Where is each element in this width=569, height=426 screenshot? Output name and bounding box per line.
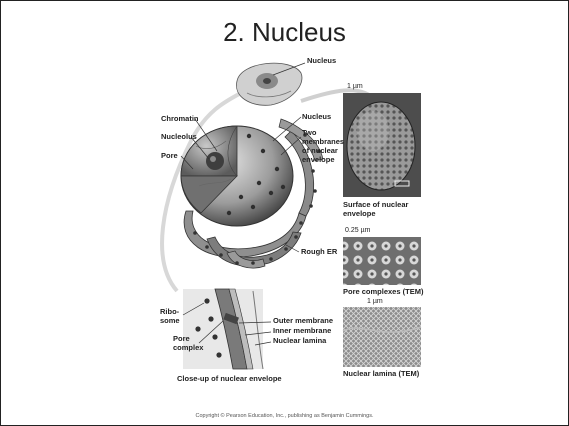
chromatin-label: Chromatin	[161, 115, 199, 124]
micrograph-lamina	[343, 307, 421, 367]
nuclear-lamina-label: Nuclear lamina	[273, 337, 326, 346]
cell-icon	[236, 63, 302, 105]
copyright-notice: Copyright © Pearson Education, Inc., pub…	[1, 413, 568, 419]
rough-er-label: Rough ER	[301, 248, 337, 257]
nucleus-sphere	[181, 126, 293, 226]
outer-membrane-label: Outer membrane	[273, 317, 333, 326]
micrograph-surface	[343, 93, 421, 197]
closeup-panel	[183, 289, 263, 369]
micrograph-2-caption: Pore complexes (TEM)	[343, 288, 423, 297]
pore-label: Pore	[161, 152, 178, 161]
two-membranes-label-4: envelope	[302, 156, 335, 165]
ribosome-label-2: some	[160, 317, 180, 326]
micrograph-3-caption: Nuclear lamina (TEM)	[343, 370, 419, 379]
micrograph-2-scale: 0.25 µm	[345, 227, 370, 236]
pore-complex-label-2: complex	[173, 344, 203, 353]
closeup-caption: Close-up of nuclear envelope	[177, 375, 282, 384]
micrograph-3-scale: 1 µm	[367, 298, 383, 307]
nucleolus-label: Nucleolus	[161, 133, 197, 142]
nucleus-label: Nucleus	[302, 113, 331, 122]
micrograph-pores	[343, 237, 421, 285]
inner-membrane-label: Inner membrane	[273, 327, 331, 336]
micrograph-1-caption-2: envelope	[343, 210, 376, 219]
cell-nucleus-label: Nucleus	[307, 57, 336, 66]
micrograph-1-scale: 1 µm	[347, 83, 363, 92]
